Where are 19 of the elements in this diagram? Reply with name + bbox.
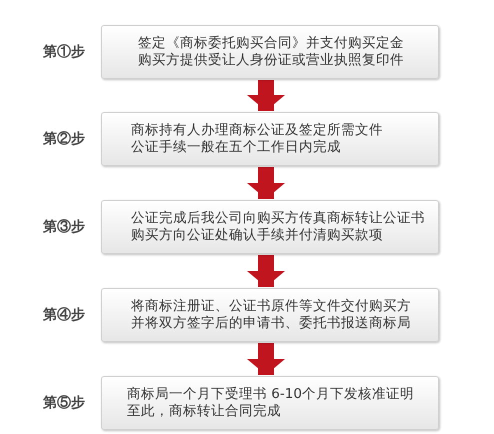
step-text: 商标持有人办理商标公证及签定所需文件: [131, 122, 384, 139]
step-label: 第④步: [42, 306, 86, 324]
step-text: 公证手续一般在五个工作日内完成: [131, 139, 342, 156]
step-text: 并将双方签字后的申请书、委托书报送商标局: [131, 315, 412, 332]
step-label: 第⑤步: [42, 394, 86, 412]
step-text: 签定《商标委托购买合同》并支付购买定金: [138, 35, 405, 52]
step-text: 至此，商标转让合同完成: [127, 403, 282, 420]
step-label: 第②步: [42, 130, 86, 148]
step-label: 第①步: [42, 43, 86, 61]
step-text: 购买方提供受让人身份证或营业执照复印件: [138, 52, 405, 69]
step-text: 公证完成后我公司向购买方传真商标转让公证书: [131, 210, 426, 227]
step-text: 商标局一个月下受理书 6-10个月下发核准证明: [127, 386, 415, 403]
down-arrow: [247, 80, 285, 111]
down-arrow: [247, 255, 285, 287]
step-label: 第③步: [42, 218, 86, 236]
down-arrow: [247, 343, 285, 375]
down-arrow: [247, 167, 285, 199]
step-text: 购买方向公证处确认手续并付清购买款项: [131, 227, 384, 244]
step-text: 将商标注册证、公证书原件等文件交付购买方: [131, 298, 412, 315]
